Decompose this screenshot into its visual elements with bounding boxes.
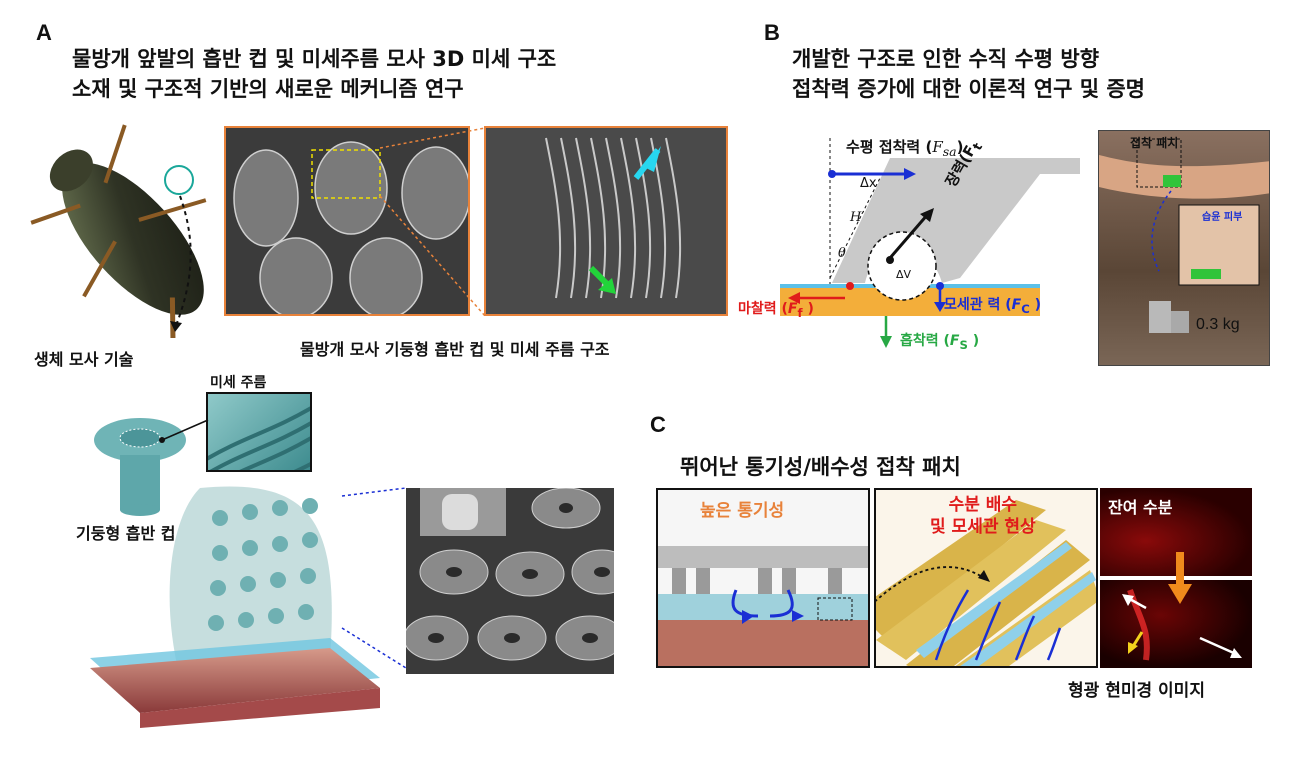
friction-label: 마찰력 (Ff ): [738, 301, 814, 320]
adhesion-force-diagram: [780, 138, 1080, 348]
blue-arrow-icon: [904, 168, 916, 180]
green-arrow-icon: [880, 336, 892, 348]
sem-image-wrinkles: [484, 126, 728, 316]
residual-water-label: 잔여 수분: [1108, 498, 1173, 517]
suction-label: 흡착력 (FS ): [900, 333, 980, 352]
delta-x-label: Δx: [860, 176, 877, 191]
drainage-label: 수분 배수 및 모세관 현상: [930, 495, 1036, 537]
sem-caption: 물방개 모사 기둥형 흡반 컵 및 미세 주름 구조: [300, 340, 610, 359]
patch-label: 접착 패치: [1130, 136, 1179, 150]
panel-b-title: 개발한 구조로 인한 수직 수평 방향 접착력 증가에 대한 이론적 연구 및 …: [792, 44, 1282, 104]
adhesion-photo: [1098, 130, 1270, 366]
patch-on-skin-illustration: [90, 486, 407, 728]
panel-a-title-line2: 소재 및 구조적 기반의 새로운 메커니즘 연구: [72, 77, 464, 101]
panel-c-letter: C: [650, 412, 666, 437]
panel-a-title: 물방개 앞발의 흡반 컵 및 미세주름 모사 3D 미세 구조 소재 및 구조적…: [72, 44, 712, 104]
capillary-label: 모세관 력 (FC ): [944, 297, 1042, 316]
horizontal-adhesion-label: 수평 접착력 (Fsa): [846, 138, 964, 159]
microscope-label: 형광 현미경 이미지: [1068, 681, 1205, 701]
black-arrow-icon: [920, 208, 934, 222]
panel-c-title: 뛰어난 통기성/배수성 접착 패치: [680, 455, 961, 479]
orange-down-arrow-icon: [1168, 552, 1192, 604]
breathability-label: 높은 통기성: [700, 501, 785, 521]
suction-cup-3d-icon: [94, 418, 209, 516]
bio-mimic-label: 생체 모사 기술: [34, 350, 134, 369]
foot-highlight-circle: [164, 165, 194, 195]
panel-a-letter: A: [36, 20, 52, 45]
panel-b-letter: B: [764, 20, 780, 45]
panel-a-title-line1: 물방개 앞발의 흡반 컵 및 미세주름 모사 3D 미세 구조: [72, 47, 557, 71]
cup-label: 기둥형 흡반 컵: [76, 524, 176, 543]
weight-label: 0.3 kg: [1196, 316, 1240, 333]
wrinkle-inset: [206, 392, 312, 472]
theta-label: θ: [838, 246, 846, 261]
sem-image-suction-cups: [224, 126, 470, 316]
sem-image-fabricated-array: [406, 488, 614, 674]
zoom-connector-lines: [379, 127, 486, 317]
pillar-structure: [832, 158, 1080, 283]
cavity-circle: [867, 231, 937, 301]
wrinkle-label: 미세 주름: [210, 375, 267, 391]
delta-v-label: ΔV: [896, 268, 912, 281]
wet-skin-label: 습윤 피부: [1202, 212, 1243, 223]
panel-b-title-line2: 접착력 증가에 대한 이론적 연구 및 증명: [792, 77, 1145, 101]
green-arrow-icon: [598, 278, 616, 294]
drainage-panel: [874, 488, 1098, 668]
diving-beetle-image: [30, 124, 207, 338]
breathability-panel: [656, 488, 870, 668]
h-prime-label: H′: [850, 210, 865, 225]
panel-b-title-line1: 개발한 구조로 인한 수직 수평 방향: [792, 47, 1100, 71]
red-arrow-icon: [788, 292, 800, 304]
